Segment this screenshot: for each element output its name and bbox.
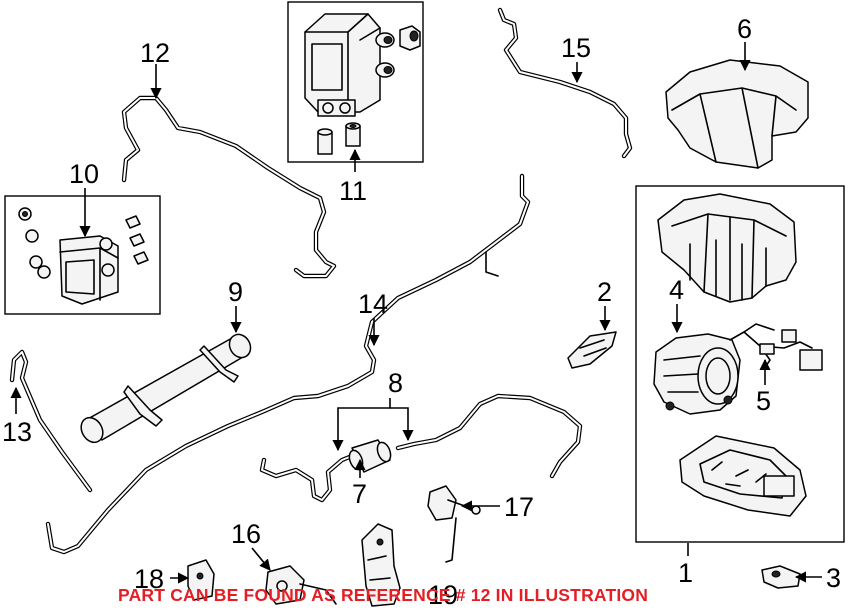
part-4-compressor [653,333,741,415]
callout-16: 16 [231,519,261,549]
callout-3: 3 [826,563,841,593]
callout-18: 18 [134,564,164,594]
callout-9: 9 [228,277,243,307]
callout-17: 17 [504,492,534,522]
callout-numbers: 1 2 3 4 5 6 7 8 9 10 11 12 13 14 15 16 1… [2,14,841,610]
part-17-sensor [427,485,481,563]
part-1-box [635,185,845,543]
part-11-valve-block [304,13,421,155]
callout-15: 15 [561,33,591,63]
callout-2: 2 [597,277,612,307]
callout-10: 10 [69,159,99,189]
callout-19: 19 [428,580,458,610]
reference-note: PART CAN BE FOUND AS REFERENCE # 12 IN I… [118,585,649,605]
part-15-line [497,7,633,159]
part-16-sensor [265,565,337,605]
callout-8: 8 [388,368,403,398]
callout-13: 13 [2,417,32,447]
leader-lines [10,42,822,584]
part-2-bracket [567,331,617,369]
callout-5: 5 [756,386,771,416]
part-10-box [4,195,161,315]
callout-4: 4 [669,275,684,305]
part-19-bracket [361,523,401,607]
part-5-harness [729,323,823,371]
callout-11: 11 [339,176,367,206]
part-1-tray [679,435,807,517]
part-13-line [9,349,93,493]
callout-12: 12 [140,38,170,68]
callout-1: 1 [678,558,693,588]
callout-7: 7 [352,479,367,509]
part-10-valve-block [18,207,149,305]
part-1-assembly [657,193,797,303]
part-3-clip [761,565,801,589]
part-8-lines [259,393,583,503]
part-12-line [121,95,337,279]
part-14-line [45,173,531,555]
part-18-bracket [187,559,215,601]
callout-6: 6 [737,14,752,44]
part-6-cover [665,59,809,169]
part-9-reservoir [80,333,252,444]
callout-14: 14 [358,289,388,319]
